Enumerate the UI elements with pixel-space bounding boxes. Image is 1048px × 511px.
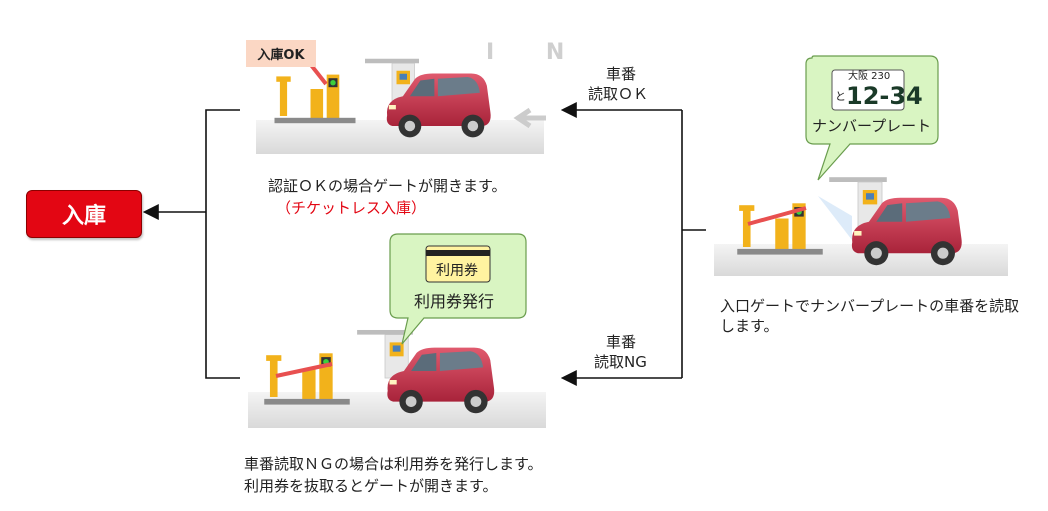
plate-region-text: 大阪 230	[848, 71, 891, 82]
right-desc-line1: 入口ゲートでナンバープレートの車番を読取	[720, 297, 1020, 315]
in-sign: I N	[486, 40, 587, 65]
arrow-top-label1: 車番	[606, 65, 637, 83]
camera-scan-beam	[818, 196, 852, 240]
bottom-desc-line1: 車番読取ＮＧの場合は利用券を発行します。	[244, 455, 543, 473]
ticket-speech-bubble	[389, 233, 527, 345]
ticket-bubble-text: 利用券発行	[414, 292, 495, 311]
top-desc-line2: （チケットレス入庫）	[276, 199, 427, 217]
arrow-top-label2: 読取ＯＫ	[588, 85, 649, 103]
right-desc-line2: します。	[720, 317, 779, 335]
ticket-card-stripe	[426, 250, 490, 256]
top-desc-line1: 認証ＯＫの場合ゲートが開きます。	[268, 177, 507, 195]
right-closed-barrier	[747, 206, 807, 226]
bottom-desc-line2: 利用券を抜取るとゲートが開きます。	[244, 477, 498, 495]
plate-bubble-text: ナンバープレート	[812, 117, 932, 135]
plate-number-text: 12-34	[846, 82, 923, 110]
entry-ok-badge: 入庫OK	[246, 40, 316, 67]
top-gate-illustration	[274, 74, 356, 124]
plate-kana-text: と	[835, 90, 846, 103]
top-direction-arrow-icon	[513, 107, 546, 129]
left-bracket-line	[205, 109, 240, 379]
arrow-bottom-label2: 読取NG	[594, 353, 647, 371]
ticket-card-text: 利用券	[436, 263, 478, 279]
entry-box: 入庫	[26, 190, 142, 238]
license-plate-icon	[831, 69, 905, 111]
arrow-bottom-label1: 車番	[606, 333, 637, 351]
bottom-closed-barrier	[275, 362, 333, 378]
